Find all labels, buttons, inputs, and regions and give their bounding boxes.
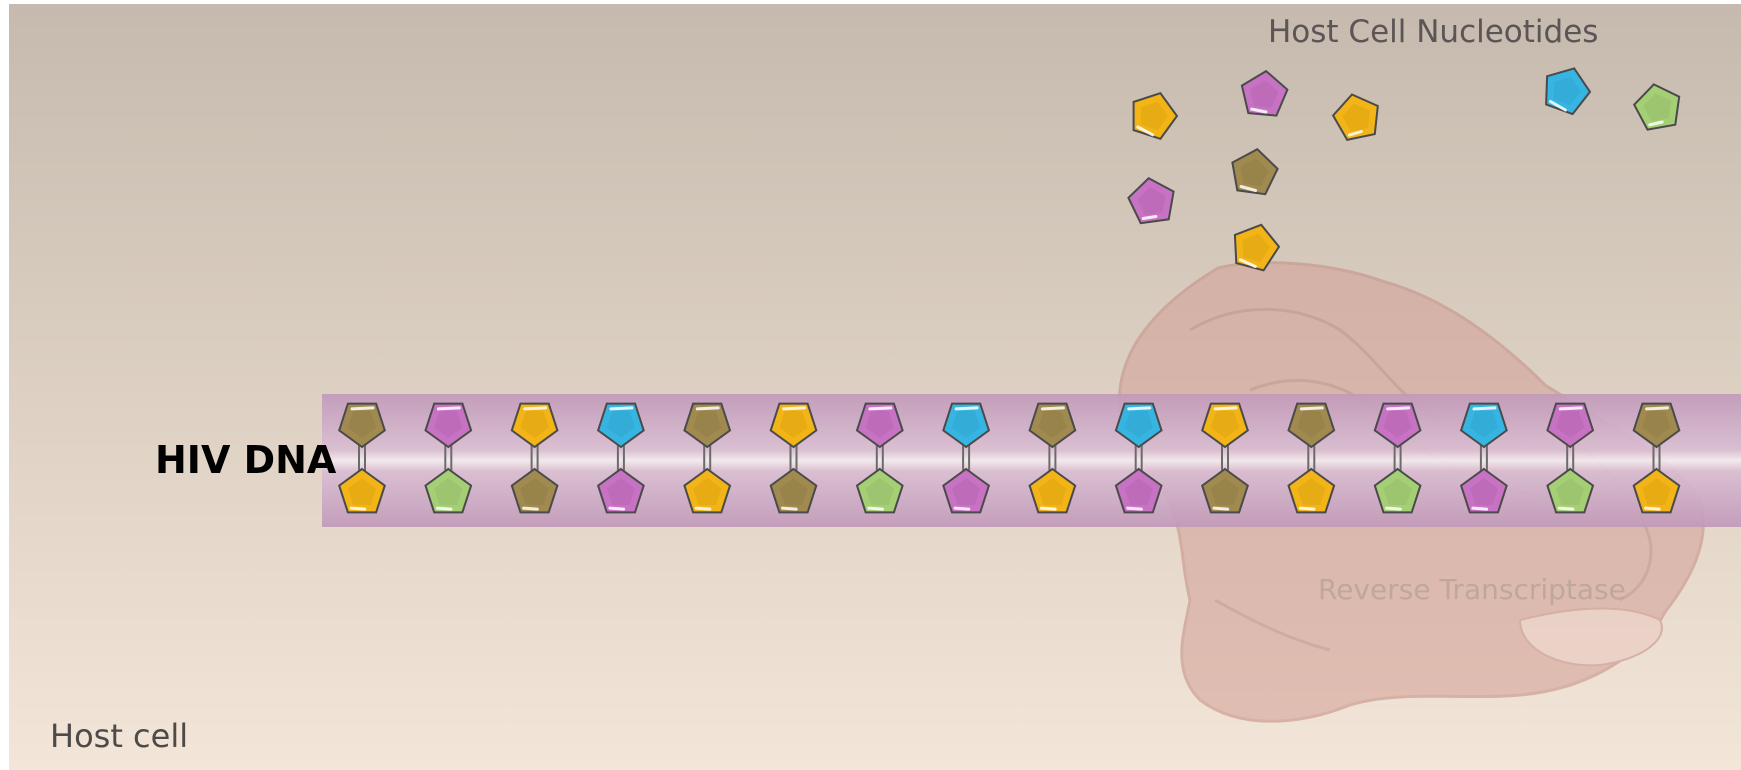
base-pair <box>1546 402 1595 514</box>
nucleotide-yellow <box>1287 467 1336 514</box>
base-pair <box>1114 402 1163 514</box>
hiv-dna-label: HIV DNA <box>155 438 337 482</box>
base-pair <box>510 402 559 514</box>
base-pair <box>683 402 732 514</box>
free-nucleotide-magenta <box>1127 176 1175 225</box>
nucleotide-blue <box>1114 402 1163 449</box>
nucleotide-blue <box>1459 402 1508 449</box>
nucleotide-magenta <box>1546 402 1595 449</box>
base-pair <box>855 402 904 514</box>
nucleotide-olive <box>1632 402 1681 449</box>
nucleotide-olive <box>769 467 818 514</box>
free-nucleotide-olive <box>1231 147 1279 196</box>
hiv-dna-strand <box>322 394 1741 527</box>
host-cell-nucleotides-title: Host Cell Nucleotides <box>1268 14 1599 50</box>
base-pair <box>942 402 991 514</box>
free-nucleotide-yellow <box>1132 92 1179 140</box>
nucleotide-yellow <box>1201 402 1249 449</box>
base-pair <box>1459 402 1508 514</box>
base-pair <box>596 402 645 514</box>
nucleotide-magenta <box>1114 467 1163 514</box>
nucleotide-magenta <box>942 467 991 514</box>
nucleotide-olive <box>683 402 732 449</box>
nucleotide-magenta <box>596 467 645 514</box>
nucleotide-yellow <box>1028 467 1077 514</box>
nucleotide-magenta <box>1459 467 1508 514</box>
base-pair <box>1028 402 1077 514</box>
nucleotide-green <box>1373 467 1422 514</box>
nucleotide-yellow <box>1632 467 1681 514</box>
free-nucleotide-magenta <box>1240 69 1289 117</box>
base-pair <box>424 402 473 514</box>
base-pair <box>769 402 818 514</box>
nucleotide-green <box>1546 467 1595 514</box>
base-pair <box>1287 402 1336 514</box>
nucleotide-yellow <box>510 402 559 449</box>
host-cell-label: Host cell <box>50 717 189 755</box>
nucleotide-yellow <box>683 467 732 514</box>
nucleotide-yellow <box>769 402 818 449</box>
nucleotide-magenta <box>1373 402 1422 449</box>
nucleotide-green <box>424 467 473 514</box>
free-nucleotide-green <box>1632 83 1681 131</box>
base-pair <box>1201 402 1249 514</box>
nucleotide-yellow <box>338 467 386 514</box>
free-nucleotides <box>1127 67 1681 272</box>
free-nucleotide-blue <box>1545 67 1592 116</box>
nucleotide-olive <box>1287 402 1336 449</box>
free-nucleotide-yellow <box>1331 93 1379 142</box>
reverse-transcriptase-label: Reverse Transcriptase <box>1318 573 1626 606</box>
nucleotide-magenta <box>424 402 473 449</box>
nucleotide-olive <box>510 467 559 514</box>
base-pair <box>1373 402 1422 514</box>
nucleotide-blue <box>596 402 645 449</box>
nucleotide-olive <box>1201 467 1249 514</box>
nucleotide-olive <box>1028 402 1077 449</box>
base-pair <box>1632 402 1681 514</box>
base-pair <box>338 402 386 514</box>
nucleotide-magenta <box>855 402 904 449</box>
nucleotide-green <box>855 467 904 514</box>
free-nucleotide-yellow <box>1233 223 1281 272</box>
dna-base-pairs <box>338 402 1681 514</box>
nucleotide-blue <box>942 402 991 449</box>
nucleotide-olive <box>338 402 386 449</box>
